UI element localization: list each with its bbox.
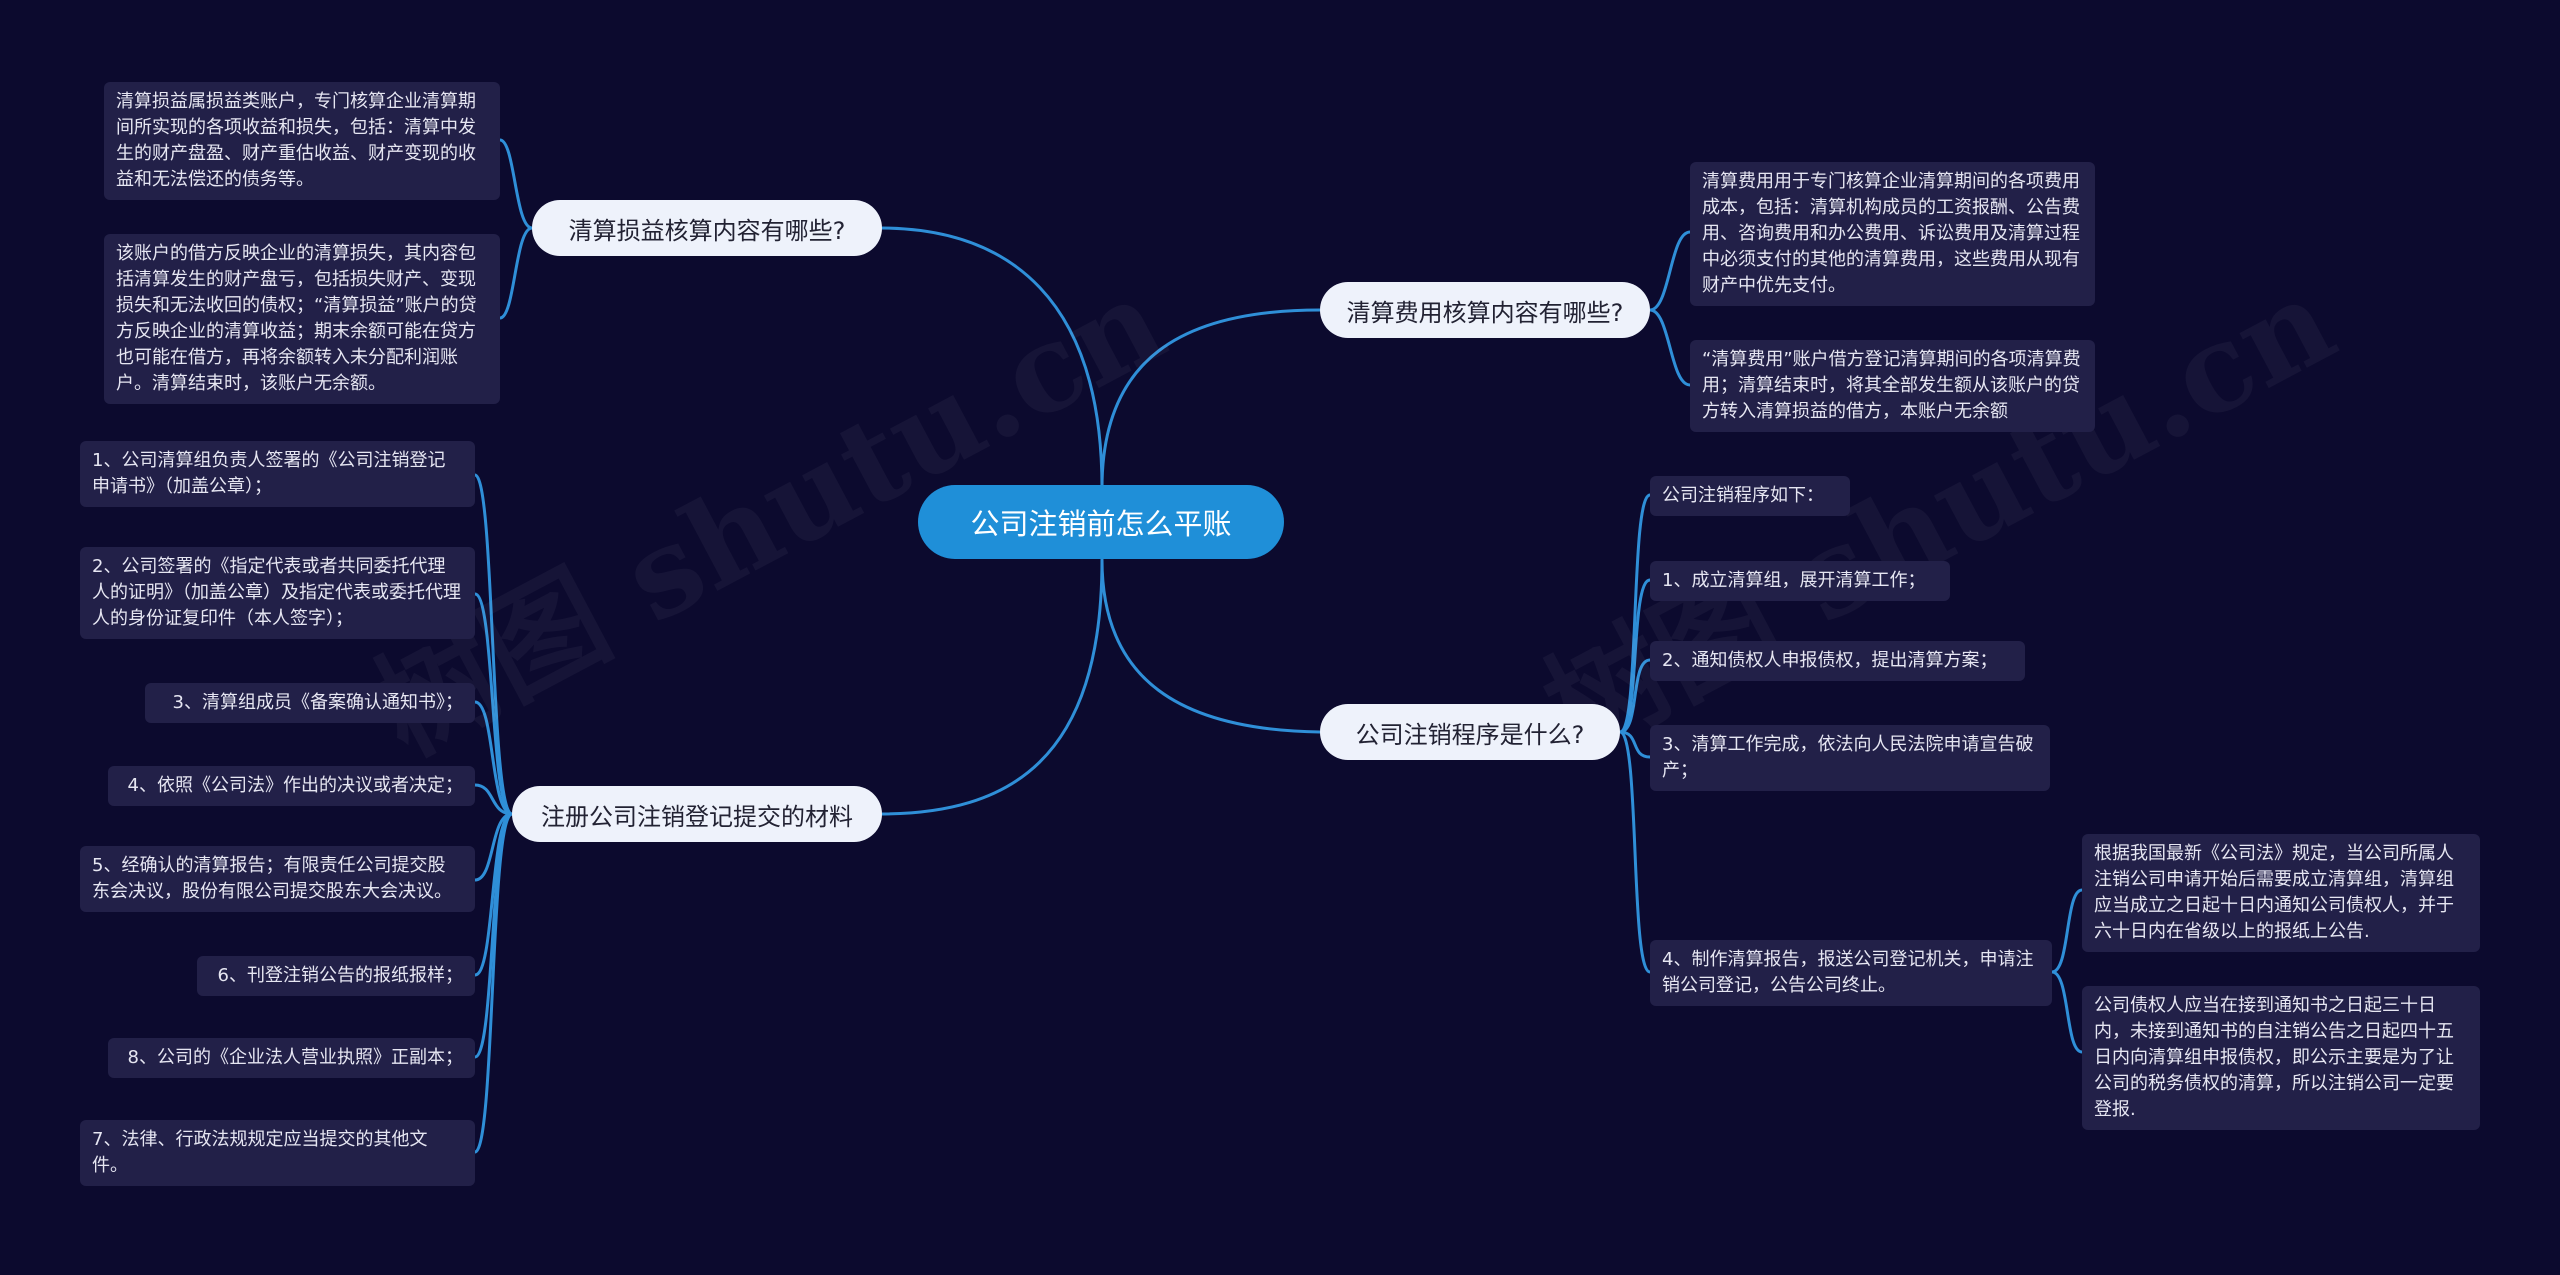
leaf-material-8: 8、公司的《企业法人营业执照》正副本； <box>108 1038 475 1078</box>
link-root-b2 <box>878 558 1104 816</box>
link-b2-l2 <box>473 592 514 816</box>
leaf-liquidation-pnl-2: 该账户的借方反映企业的清算损失，其内容包括清算发生的财产盘亏，包括损失财产、变现… <box>104 234 500 404</box>
link-b2-l5 <box>473 812 514 882</box>
leaf-procedure-3: 3、清算工作完成，依法向人民法院申请宣告破产； <box>1650 725 2050 791</box>
link-b2-l4 <box>473 783 514 816</box>
subleaf-procedure-4-creditors: 公司债权人应当在接到通知书之日起三十日内，未接到通知书的自注销公告之日起四十五日… <box>2082 986 2480 1130</box>
leaf-material-1: 1、公司清算组负责人签署的《公司注销登记申请书》（加盖公章）； <box>80 441 475 507</box>
link-b3-l1 <box>1648 230 1692 312</box>
link-b2-l3 <box>473 700 514 816</box>
link-root-b1 <box>878 226 1104 490</box>
link-root-b4 <box>1100 558 1322 734</box>
link-b4-l5 <box>1618 730 1652 974</box>
leaf-liquidation-expenses-2: “清算费用”账户借方登记清算期间的各项清算费用；清算结束时，将其全部发生额从该账… <box>1690 340 2095 432</box>
leaf-procedure-4: 4、制作清算报告，报送公司登记机关，申请注销公司登记，公告公司终止。 <box>1650 940 2052 1006</box>
link-root-b3 <box>1100 308 1322 490</box>
leaf-material-7: 7、法律、行政法规规定应当提交的其他文件。 <box>80 1120 475 1186</box>
leaf-material-5: 5、经确认的清算报告；有限责任公司提交股东会决议，股份有限公司提交股东大会决议。 <box>80 846 475 912</box>
link-b4-l2 <box>1618 578 1652 734</box>
branch-deregistration-procedure[interactable]: 公司注销程序是什么? <box>1320 704 1620 760</box>
leaf-liquidation-pnl-1: 清算损益属损益类账户，专门核算企业清算期间所实现的各项收益和损失，包括：清算中发… <box>104 82 500 200</box>
link-b2-l7 <box>473 812 514 1059</box>
branch-liquidation-expenses[interactable]: 清算费用核算内容有哪些? <box>1320 282 1650 338</box>
link-b4-l3 <box>1618 658 1652 734</box>
leaf-procedure-intro: 公司注销程序如下： <box>1650 476 1850 516</box>
link-l5-s2 <box>2050 970 2084 1054</box>
branch-liquidation-pnl[interactable]: 清算损益核算内容有哪些? <box>532 200 882 256</box>
link-b4-l4 <box>1618 730 1652 759</box>
leaf-material-4: 4、依照《公司法》作出的决议或者决定； <box>108 766 475 806</box>
leaf-procedure-2: 2、通知债权人申报债权，提出清算方案； <box>1650 641 2025 681</box>
leaf-procedure-1: 1、成立清算组，展开清算工作； <box>1650 561 1950 601</box>
leaf-material-2: 2、公司签署的《指定代表或者共同委托代理人的证明》（加盖公章）及指定代表或委托代… <box>80 547 475 639</box>
link-b1-l1 <box>498 138 534 230</box>
leaf-material-3: 3、清算组成员《备案确认通知书》； <box>145 683 475 723</box>
link-b3-l2 <box>1648 308 1692 387</box>
branch-deregistration-materials[interactable]: 注册公司注销登记提交的材料 <box>512 786 882 842</box>
link-b2-l8 <box>473 812 514 1154</box>
link-l5-s1 <box>2050 888 2084 974</box>
leaf-material-6: 6、刊登注销公告的报纸报样； <box>197 956 475 996</box>
link-b1-l2 <box>498 226 534 320</box>
root-topic[interactable]: 公司注销前怎么平账 <box>918 485 1284 559</box>
leaf-liquidation-expenses-1: 清算费用用于专门核算企业清算期间的各项费用成本，包括：清算机构成员的工资报酬、公… <box>1690 162 2095 306</box>
subleaf-procedure-4-notice: 根据我国最新《公司法》规定，当公司所属人注销公司申请开始后需要成立清算组，清算组… <box>2082 834 2480 952</box>
link-b2-l1 <box>473 473 514 816</box>
